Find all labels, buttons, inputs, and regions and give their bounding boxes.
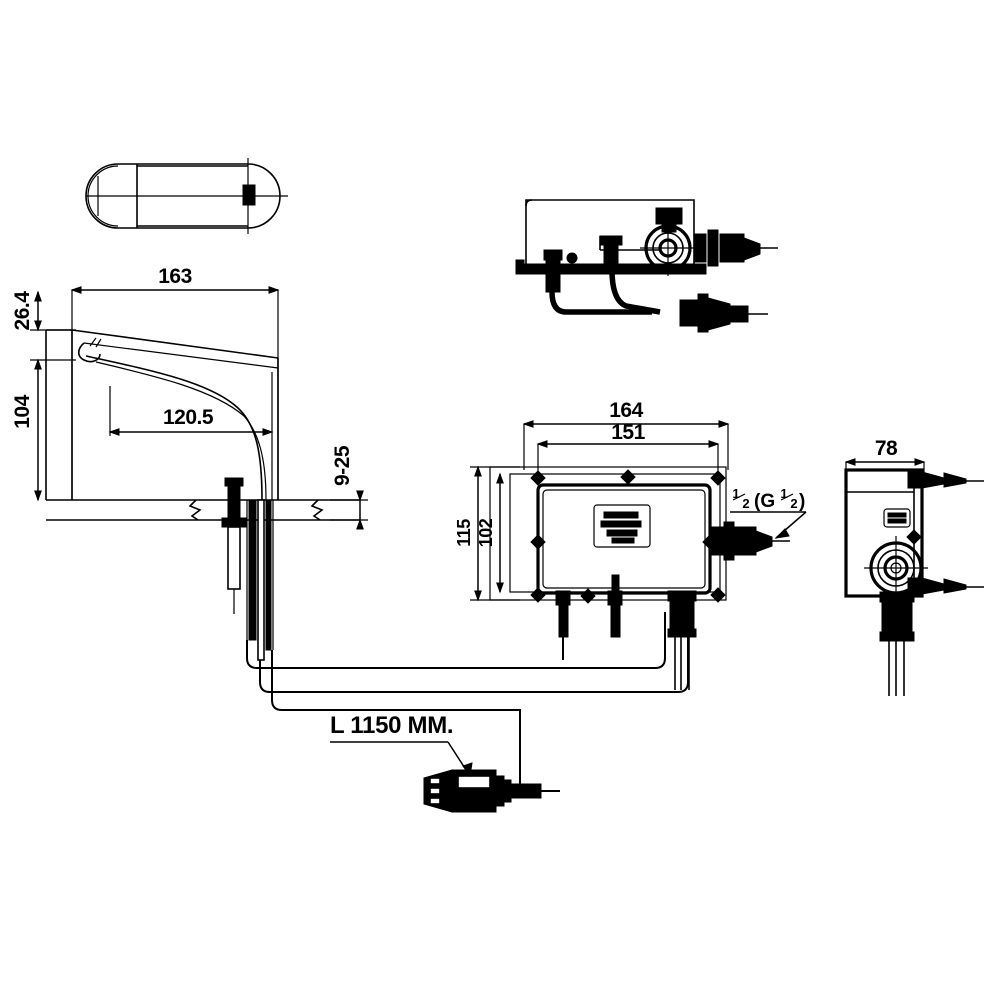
dimension-label-78: 78	[875, 437, 898, 460]
isometric-hose-connector	[679, 293, 768, 333]
control-box-right-side-view: 78	[844, 437, 984, 696]
side-logo-plate	[883, 508, 911, 528]
countertop-deck	[46, 499, 360, 521]
dimension-body-height: 104	[11, 358, 76, 502]
dimension-label-102: 102	[476, 518, 496, 547]
dimension-label-163: 163	[158, 265, 192, 288]
dimension-box-depth: 78	[844, 437, 926, 478]
side-top-hose-outlet	[907, 471, 984, 489]
mount-boss-top-right	[710, 470, 726, 486]
dimension-label-9-25: 9-25	[331, 445, 354, 486]
control-box-threaded-inlet	[709, 521, 790, 561]
control-box-isometric-view	[515, 199, 778, 333]
hose-length-label: L 1150 MM.	[330, 712, 453, 739]
hose-length-callout: L 1150 MM.	[330, 712, 560, 813]
dimension-box-width-outer: 164	[522, 399, 730, 470]
dimension-box-width-mount: 151	[536, 421, 720, 472]
dimension-spout-outlet-height: 120.5	[108, 386, 274, 436]
side-mount-boss	[906, 529, 922, 545]
thread-numerator-1: 1	[732, 486, 739, 501]
faucet-top-view	[85, 158, 288, 234]
thread-denominator-2: 2	[790, 496, 797, 511]
control-box-bottom-outlets	[555, 574, 697, 690]
mount-boss-bottom-left	[530, 587, 546, 603]
thread-spec-callout: 1 2 (G 1 2 )	[730, 486, 807, 539]
faucet-side-view: 163	[11, 265, 689, 788]
dimension-label-164: 164	[609, 399, 643, 422]
dimension-label-26-4: 26.4	[11, 291, 34, 331]
faucet-to-box-cable-routing	[246, 608, 689, 788]
mount-boss-bottom-right	[710, 587, 726, 603]
control-box-body-inner	[542, 489, 706, 589]
thread-numerator-2: 1	[780, 486, 787, 501]
dimension-deck-thickness: 9-25	[330, 445, 368, 530]
dimension-label-151: 151	[611, 421, 645, 444]
dimension-label-104: 104	[11, 394, 34, 428]
mount-boss-bottom-center	[580, 588, 596, 604]
mount-boss-left-center	[530, 534, 546, 550]
thread-spec-main-text: (G	[754, 491, 775, 512]
mount-boss-top-center	[620, 469, 636, 485]
countertop-break-symbol-left	[188, 499, 202, 521]
countertop-break-symbol-right	[310, 499, 324, 521]
dimension-label-115: 115	[454, 519, 474, 547]
control-box-logo-plate	[593, 504, 651, 548]
faucet-mounting-shank	[221, 477, 274, 661]
dimension-spout-height-top: 26.4	[11, 290, 76, 332]
thread-denominator-1: 2	[742, 496, 749, 511]
mount-boss-top-left	[530, 470, 546, 486]
dimension-label-120-5: 120.5	[163, 406, 214, 429]
control-box-front-view: 164 151 115 102	[454, 399, 807, 690]
isometric-threaded-outlet	[693, 229, 778, 267]
dimension-box-height-mount: 102	[476, 472, 504, 594]
thread-spec-close-text: )	[799, 491, 805, 512]
side-bottom-fitting	[879, 591, 915, 696]
hose-connector-assembly	[423, 769, 560, 813]
